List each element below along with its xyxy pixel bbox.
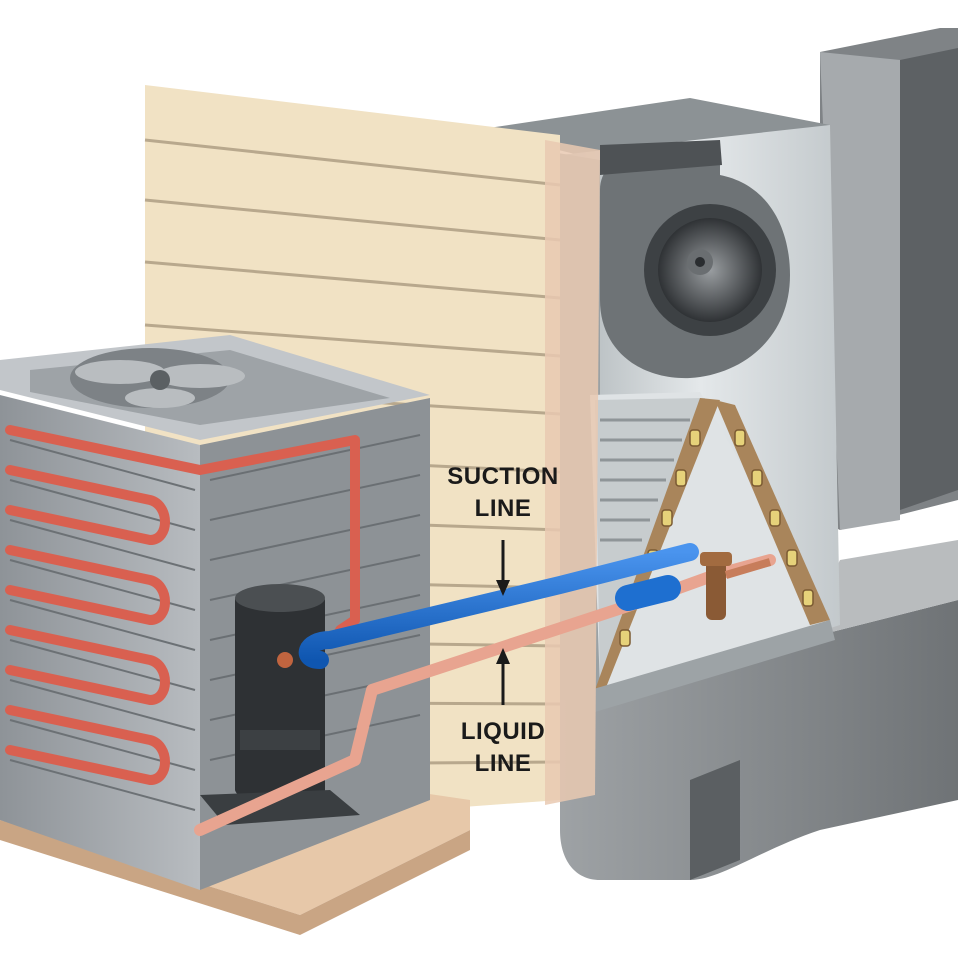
suction-line-label: SUCTION LINE	[437, 465, 569, 521]
suction-line-arrow	[496, 540, 510, 596]
blower-assembly	[600, 140, 790, 379]
condenser-fan-blades	[70, 348, 245, 408]
suction-line-label-line2: LINE	[474, 495, 532, 522]
liquid-line-arrow	[496, 648, 510, 705]
suction-line	[298, 543, 699, 669]
liquid-line-label: LIQUID LINE	[448, 720, 558, 776]
condenser-coil-tubing	[5, 425, 360, 785]
suction-line-label-line1: SUCTION	[447, 463, 559, 490]
suction-line-insulation	[615, 575, 681, 611]
liquid-line-label-line1: LIQUID	[460, 718, 546, 745]
evaporator-coil	[590, 392, 835, 712]
compressor	[200, 584, 360, 825]
expansion-valve	[700, 552, 772, 620]
liquid-line-label-line2: LINE	[474, 750, 532, 777]
